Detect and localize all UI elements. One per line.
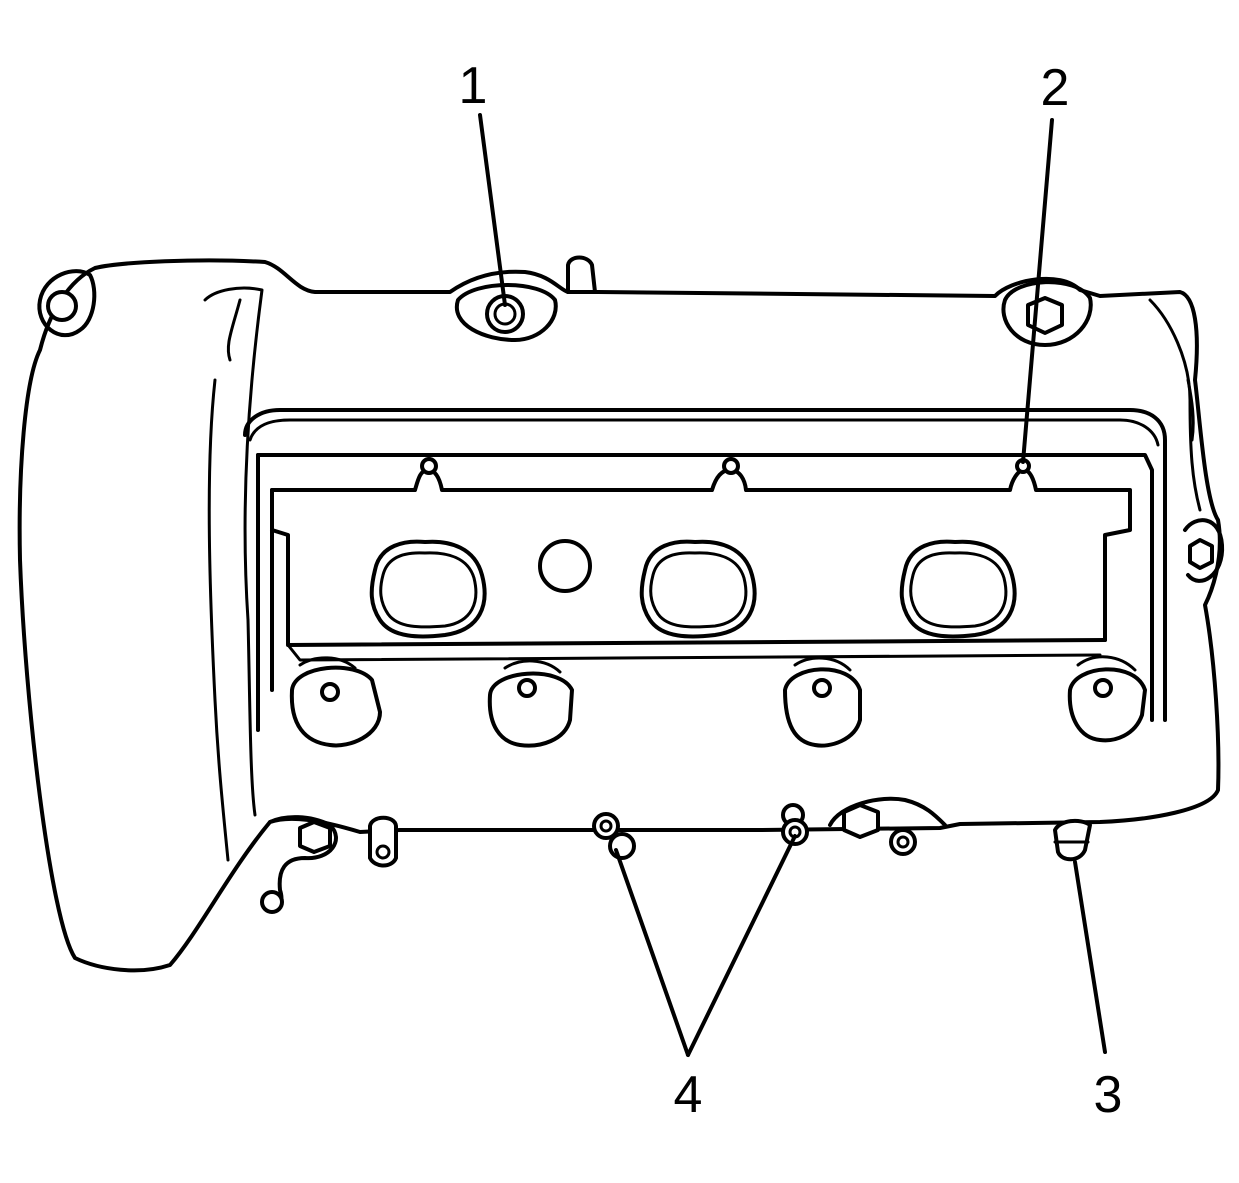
lower-boss-1 (289, 656, 382, 748)
spark-plug-opening-1 (369, 539, 487, 639)
lower-boss-4 (1067, 655, 1147, 743)
pcv-fitting (1053, 818, 1092, 862)
center-plug (538, 539, 592, 593)
bottom-stud-left (368, 815, 398, 868)
bottom-left-bracket (260, 815, 338, 914)
lower-boss-3 (783, 656, 862, 748)
top-bolt-boss-left (37, 269, 97, 338)
callout-leaders (478, 113, 1107, 1057)
top-bolt-boss-center (454, 255, 597, 342)
callout-1-label: 1 (459, 57, 488, 115)
valve-cover-body (17, 258, 1222, 973)
leader-4a (614, 848, 690, 1057)
leader-1 (478, 113, 507, 307)
spark-plug-opening-2 (639, 539, 757, 639)
spark-plug-opening-3 (899, 539, 1017, 639)
leader-2 (1021, 118, 1054, 464)
callout-3-label: 3 (1094, 1066, 1123, 1124)
bottom-right-bracket (828, 796, 947, 856)
callout-2-label: 2 (1041, 59, 1070, 117)
lower-boss-2 (487, 659, 574, 748)
bottom-stud-center-left (592, 812, 636, 860)
inner-frame (243, 408, 1167, 732)
top-bolt-boss-right (1001, 280, 1093, 347)
leader-3 (1073, 860, 1107, 1054)
side-bolt-boss-right (1183, 518, 1225, 583)
callout-4-label: 4 (674, 1066, 703, 1124)
leader-4b (686, 834, 797, 1057)
